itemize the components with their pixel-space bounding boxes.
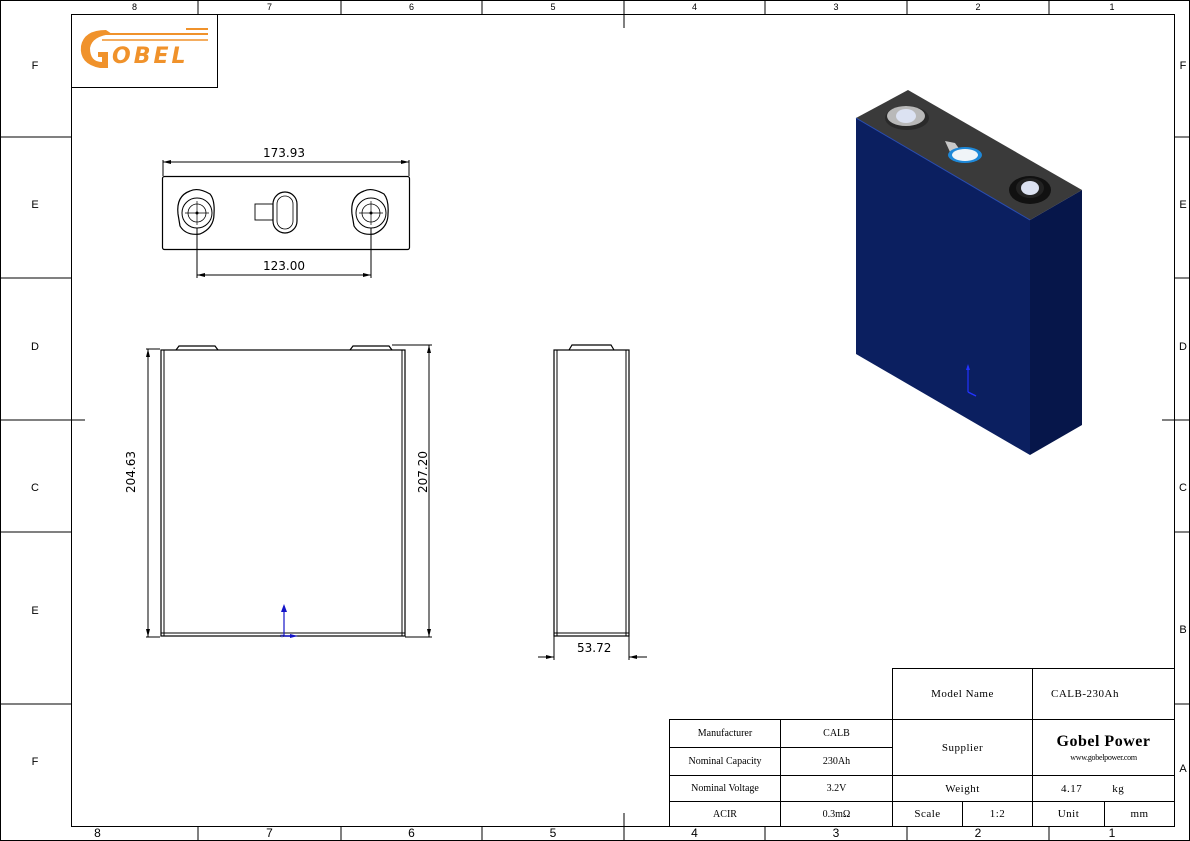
zone-left-label: D — [31, 341, 39, 353]
zone-bottom-label: 1 — [1108, 826, 1116, 840]
zone-bottom-label: 5 — [549, 826, 557, 840]
dimension-width: 173.93 — [263, 146, 305, 160]
zone-top-label: 3 — [833, 2, 839, 12]
zone-left-label: F — [31, 60, 39, 72]
model-name-label: Model Name — [892, 668, 1033, 720]
zone-right-label: A — [1179, 763, 1187, 775]
zone-top-label: 2 — [975, 2, 981, 12]
zone-top-label: 4 — [691, 2, 697, 12]
zone-top-label: 6 — [408, 2, 414, 12]
supplier-url[interactable]: www.gobelpower.com — [1070, 753, 1137, 762]
zone-top-label: 1 — [1109, 2, 1115, 12]
zone-right-label: B — [1179, 624, 1187, 636]
zone-right-label: C — [1179, 482, 1187, 494]
scale-value: 1:2 — [962, 801, 1033, 827]
supplier-cell: Gobel Power www.gobelpower.com — [1032, 719, 1175, 776]
gobel-logo: OBEL — [78, 24, 212, 76]
zone-left-label: E — [31, 605, 39, 617]
weight-value: 4.17 — [1061, 782, 1083, 795]
spec-value-voltage: 3.2V — [780, 775, 893, 802]
unit-value: mm — [1104, 801, 1175, 827]
dimension-thickness: 53.72 — [577, 641, 612, 655]
zone-bottom-label: 7 — [266, 826, 273, 840]
spec-label-capacity: Nominal Capacity — [669, 747, 781, 776]
weight-unit: kg — [1112, 782, 1125, 795]
zone-top-label: 5 — [550, 2, 556, 12]
spec-label-voltage: Nominal Voltage — [669, 775, 781, 802]
zone-top-label: 7 — [266, 2, 272, 12]
zone-top-label: 8 — [131, 2, 137, 12]
zone-left-label: F — [31, 756, 39, 768]
zone-right-label: D — [1179, 341, 1187, 353]
supplier-label: Supplier — [892, 719, 1033, 776]
svg-text:*: * — [280, 633, 284, 642]
supplier-name: Gobel Power — [1056, 733, 1151, 750]
zone-bottom-label: 2 — [974, 826, 982, 840]
scale-label: Scale — [892, 801, 963, 827]
spec-label-manufacturer: Manufacturer — [669, 719, 781, 748]
zone-bottom-label: 4 — [691, 826, 698, 840]
zone-bottom-label: 6 — [408, 826, 415, 840]
zone-left-label: E — [31, 199, 39, 211]
zone-right-label: F — [1179, 60, 1187, 72]
unit-label: Unit — [1032, 801, 1105, 827]
weight-cell: 4.17 kg — [1032, 775, 1175, 802]
spec-label-acir: ACIR — [669, 801, 781, 827]
zone-right-label: E — [1179, 199, 1187, 211]
weight-label: Weight — [892, 775, 1033, 802]
zone-bottom-label: 8 — [94, 826, 101, 840]
dimension-terminal-spacing: 123.00 — [263, 259, 305, 273]
logo-text: OBEL — [112, 44, 189, 69]
model-name-value: CALB-230Ah — [1032, 668, 1175, 720]
zone-bottom-label: 3 — [832, 826, 840, 840]
spec-value-manufacturer: CALB — [780, 719, 893, 748]
logo-swoosh-icon — [80, 28, 208, 68]
spec-value-capacity: 230Ah — [780, 747, 893, 776]
spec-value-acir: 0.3mΩ — [780, 801, 893, 827]
zone-left-label: C — [31, 482, 39, 494]
